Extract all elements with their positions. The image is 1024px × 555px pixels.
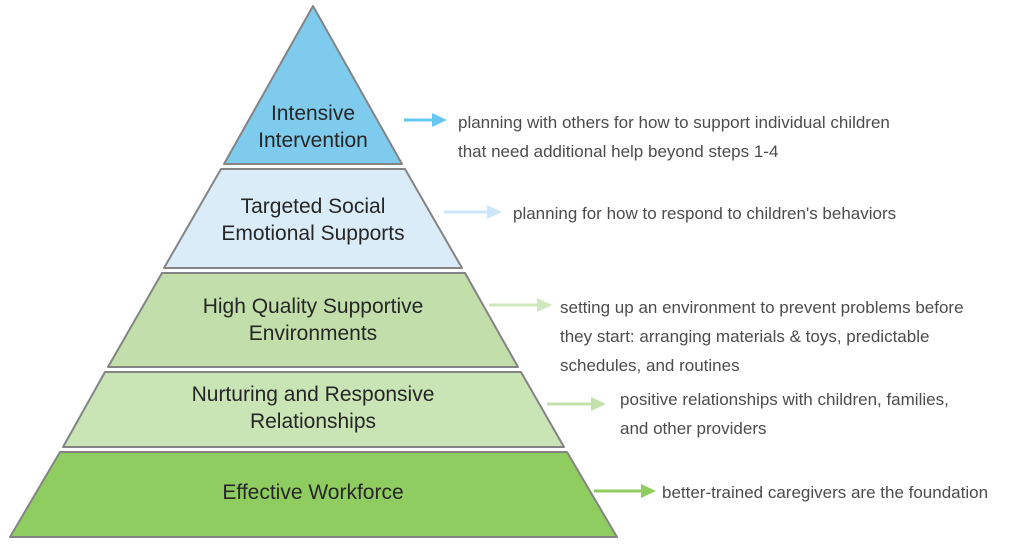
tier-label-high-quality-supportive-environments: High Quality Supportive Environments — [203, 293, 424, 347]
tier-label-line: Emotional Supports — [221, 222, 405, 245]
tier-effective-workforce-shape — [9, 451, 618, 538]
tier-targeted-social-emotional-supports-shape — [163, 168, 463, 269]
tier-label-line: Intervention — [258, 129, 368, 152]
annotation-intensive-intervention: planning with others for how to support … — [458, 108, 890, 166]
annotation-line: planning for how to respond to children'… — [513, 204, 897, 223]
tier-high-quality-supportive-environments-shape — [107, 272, 519, 368]
annotation-nurturing-and-responsive-relationships: positive relationships with children, fa… — [620, 385, 949, 443]
arrowhead-effective-workforce-icon — [641, 484, 656, 498]
tier-label-line: High Quality Supportive — [202, 295, 424, 318]
annotation-line: positive relationships with children, fa… — [620, 390, 949, 409]
annotation-line: that need additional help beyond steps 1… — [458, 142, 779, 161]
annotation-line: and other providers — [620, 419, 767, 438]
tier-label-intensive-intervention: Intensive Intervention — [258, 100, 368, 154]
tier-label-line: Intensive — [270, 102, 356, 125]
annotation-effective-workforce: better-trained caregivers are the founda… — [662, 478, 988, 507]
annotation-targeted-social-emotional-supports: planning for how to respond to children'… — [513, 199, 896, 228]
arrowhead-targeted-social-emotional-supports-icon — [487, 205, 502, 219]
annotation-line: planning with others for how to support … — [458, 113, 890, 132]
tier-label-targeted-social-emotional-supports: Targeted Social Emotional Supports — [221, 193, 404, 247]
tier-label-line: Environments — [248, 322, 378, 345]
tier-label-line: Targeted Social — [240, 195, 386, 218]
arrowhead-high-quality-supportive-environments-icon — [537, 298, 552, 312]
tier-nurturing-and-responsive-relationships-shape — [62, 371, 565, 448]
annotation-line: better-trained caregivers are the founda… — [662, 483, 989, 502]
arrowhead-intensive-intervention-icon — [432, 113, 447, 127]
tier-label-line: Relationships — [249, 410, 377, 433]
tier-label-line: Effective Workforce — [222, 481, 404, 504]
tier-label-line: Nurturing and Responsive — [191, 383, 435, 406]
annotation-high-quality-supportive-environments: setting up an environment to prevent pro… — [560, 293, 964, 380]
annotation-line: setting up an environment to prevent pro… — [560, 298, 964, 317]
annotation-line: schedules, and routines — [560, 356, 740, 375]
tier-intensive-intervention-shape — [223, 5, 403, 165]
annotation-line: they start: arranging materials & toys, … — [560, 327, 930, 346]
arrowhead-nurturing-and-responsive-relationships-icon — [591, 397, 606, 411]
tier-label-nurturing-and-responsive-relationships: Nurturing and Responsive Relationships — [192, 381, 435, 435]
tier-label-effective-workforce: Effective Workforce — [222, 479, 403, 506]
